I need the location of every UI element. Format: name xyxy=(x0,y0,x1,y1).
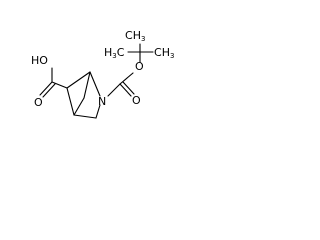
bond-ch2-bridgehead-bottom xyxy=(73,114,97,119)
bond-n-bridgehead-top xyxy=(89,71,101,97)
label-h3c-left: H3C xyxy=(104,46,125,60)
label-n: N xyxy=(98,95,106,108)
bond-bridge-1 xyxy=(83,71,91,99)
bond-ccarb-ocarb-1 xyxy=(119,83,132,97)
bond-n-ch2 xyxy=(95,104,101,119)
bond-ring-cacid xyxy=(51,81,68,89)
bond-ccarb-ocarb-2 xyxy=(122,81,135,95)
bond-cacid-o-1 xyxy=(39,81,53,96)
label-ho: HO xyxy=(31,54,48,67)
molecule-diagram: HO O O O N H3C CH3 CH3 xyxy=(0,0,194,154)
structure-drawing: HO O O O N H3C CH3 CH3 xyxy=(31,29,174,119)
bond-oester-ccarb xyxy=(119,72,134,85)
bond-cacid-o-2 xyxy=(42,83,56,98)
bond-bridgehead-top-cooh-c xyxy=(66,71,91,89)
bond-ccarb-n xyxy=(107,83,121,97)
label-o-ester: O xyxy=(135,60,144,73)
label-ch3-top: CH3 xyxy=(125,29,145,43)
bond-bridge-2 xyxy=(73,97,85,116)
label-ch3-right: CH3 xyxy=(154,46,174,60)
label-o-carbonyl: O xyxy=(132,94,141,107)
bond-cooh-c-bridgehead-bottom xyxy=(66,87,75,116)
label-o-acid: O xyxy=(34,96,43,109)
